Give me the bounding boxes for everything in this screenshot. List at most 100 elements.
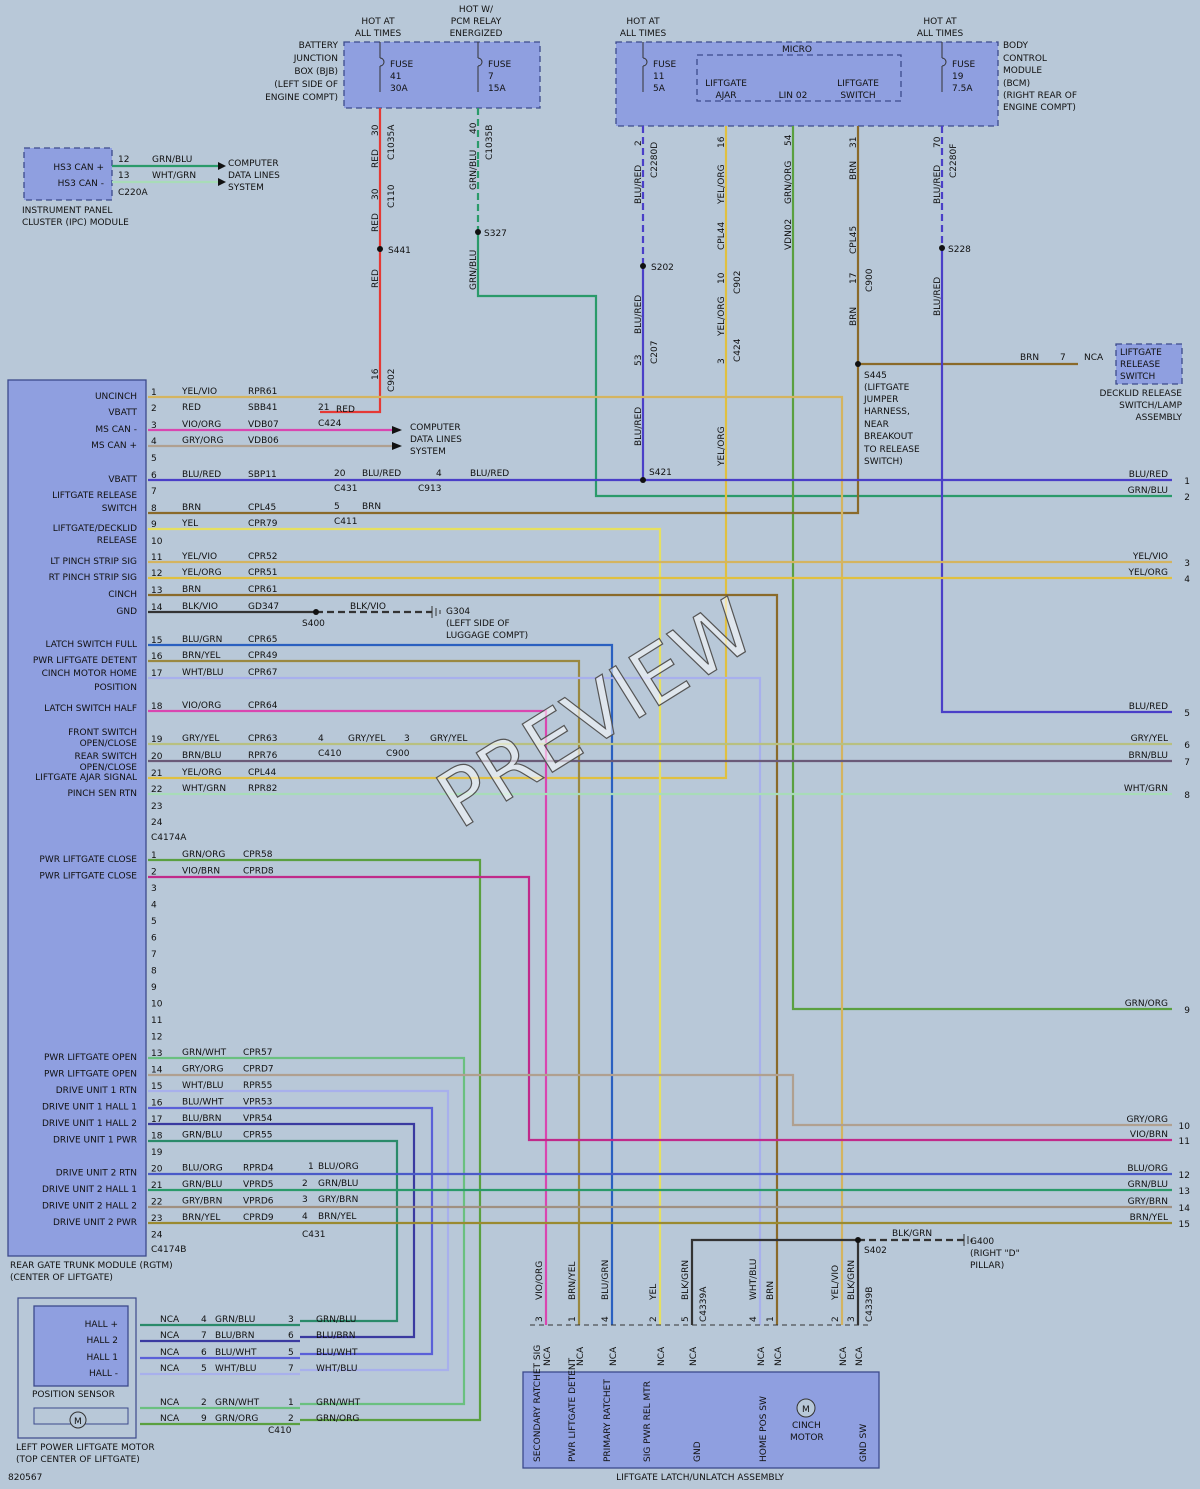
rgtm-a-circuit: VDB06	[248, 436, 279, 446]
rgtm-b-circuit: VPR53	[243, 1098, 272, 1108]
rgtm-b-pin: 10	[151, 1000, 163, 1010]
cinch-label-1: CINCH	[792, 1421, 821, 1431]
rgtm-b-pin: 3	[151, 884, 157, 894]
motor-name-2: (TOP CENTER OF LIFTGATE)	[16, 1455, 140, 1465]
motor-left-pin: 9	[201, 1414, 207, 1424]
rgtm-a-color: YEL/ORG	[181, 568, 222, 578]
latch-conn: C4339B	[865, 1287, 875, 1322]
latch-wire-pin: 1	[766, 1316, 776, 1322]
motor-right-pin: 2	[288, 1414, 294, 1424]
pos-pin-4: HALL -	[89, 1369, 118, 1379]
c913-pin: 4	[436, 469, 442, 479]
rgtm-a-label: UNCINCH	[95, 392, 137, 402]
rgtm-a-color: BRN/YEL	[182, 651, 220, 661]
right-edge-labels: BLU/RED1GRN/BLU2YEL/VIO3YEL/ORG4BLU/RED5…	[1124, 470, 1190, 1230]
pos-right-pin: 3	[288, 1315, 294, 1325]
release-name-2: SWITCH/LAMP	[1119, 401, 1182, 411]
rgtm-b-pin: 12	[151, 1033, 162, 1043]
pos-nca: NCA	[160, 1331, 180, 1341]
fuse19-num: 19	[952, 72, 964, 82]
pos-left-pin: 4	[201, 1315, 207, 1325]
rgtm-a-circuit: SBB41	[248, 403, 278, 413]
b228-a-conn: C2280F	[949, 144, 959, 178]
vertical-wires	[148, 108, 1172, 1011]
rgtm-a-pin: 16	[151, 652, 163, 662]
yo-b-pin: 10	[717, 272, 727, 284]
ipc-dest-3: SYSTEM	[228, 183, 264, 193]
right-edge-number: 15	[1179, 1220, 1190, 1230]
rgtm-a-label: PWR LIFTGATE DETENT	[33, 656, 138, 666]
rgtm-b-pin: 24	[151, 1231, 163, 1241]
rgtm-a-pin: 17	[151, 669, 162, 679]
pos-nca: NCA	[160, 1348, 180, 1358]
rgtm-a-circuit: CPR61	[248, 585, 277, 595]
latch-function: SIG PWR REL MTR	[643, 1381, 653, 1462]
motor-outer-box	[17, 1297, 137, 1439]
pos-right-pin: 5	[288, 1348, 294, 1358]
release-nca: NCA	[1084, 353, 1104, 363]
blr-a-pin: 2	[634, 140, 644, 146]
rgtm-a-circuit: CPR67	[248, 668, 277, 678]
rgtm-a-color: YEL/ORG	[181, 768, 222, 778]
rgtm-b-pin: 17	[151, 1115, 162, 1125]
rgtm-b-color: GRN/WHT	[182, 1048, 227, 1058]
c913-color: BLU/RED	[470, 469, 509, 479]
wire-pwr-open-gry-org	[148, 1073, 1172, 1127]
rgtm-a-label: REAR SWITCH	[75, 752, 138, 762]
hot-label-2b: PCM RELAY	[451, 17, 502, 27]
latch-wire-color: BLK/GRN	[681, 1260, 691, 1300]
right-edge-color: GRY/ORG	[1127, 1115, 1169, 1125]
c913-conn: C913	[418, 484, 441, 494]
right-edge-number: 4	[1184, 575, 1190, 585]
rgtm-a-circuit: CPR79	[248, 519, 278, 529]
rgtm-a-color: BRN/BLU	[182, 751, 222, 761]
fuse11-label: FUSE	[653, 60, 676, 70]
rgtm-b-label: DRIVE UNIT 2 HALL 2	[42, 1202, 137, 1212]
rgtm-a-pin: 20	[151, 752, 163, 762]
c410-color: GRY/YEL	[348, 734, 385, 744]
latch-wire-pin: 4	[749, 1316, 759, 1322]
wire-uncinch	[148, 395, 844, 1325]
rgtm-b-label: DRIVE UNIT 1 PWR	[53, 1136, 137, 1146]
rgtm-b-color: GRN/BLU	[182, 1180, 222, 1190]
g400-loc-2: PILLAR)	[970, 1261, 1004, 1271]
wire-pwr-close-vio-brn	[148, 875, 1172, 1142]
fuse41-label: FUSE	[390, 60, 413, 70]
right-edge-color: GRN/ORG	[1125, 999, 1168, 1009]
yo-b-circuit: CPL44	[717, 222, 727, 250]
rgtm-b-pin: 13	[151, 1049, 162, 1059]
ipc-wire1-label: GRN/BLU	[152, 155, 192, 165]
fuse11-amps: 5A	[653, 84, 666, 94]
rgtm-a-circuit: VDB07	[248, 420, 279, 430]
release-switch-box	[1115, 343, 1183, 385]
pos-left-pin: 6	[201, 1348, 207, 1358]
c431-pin: 20	[334, 469, 346, 479]
bcm-micro-label: MICRO	[782, 45, 812, 55]
pos-right-pin: 7	[288, 1364, 294, 1374]
red-c-col: RED	[371, 269, 381, 288]
wire-detent	[148, 659, 581, 1325]
diagram-id: 820567	[8, 1473, 42, 1483]
rgtm-a-color: VIO/ORG	[182, 420, 221, 430]
rgtm-name-2: (CENTER OF LIFTGATE)	[10, 1273, 113, 1283]
right-edge-color: GRY/BRN	[1128, 1197, 1168, 1207]
hot-label-2c: ENERGIZED	[450, 29, 503, 39]
rgtm-conn-b: C4174B	[151, 1245, 186, 1255]
right-edge-color: BLU/RED	[1129, 702, 1168, 712]
rgtm-b-pin: 14	[151, 1066, 163, 1076]
rgtm-b-pin: 5	[151, 917, 157, 927]
rgtm-a-label: GND	[116, 607, 137, 617]
bjb-box	[343, 41, 541, 109]
body-control-module: HOT AT ALL TIMES HOT AT ALL TIMES MICRO …	[615, 17, 1077, 127]
rgtm-a-label: RT PINCH STRIP SIG	[49, 573, 137, 583]
release-box-2: RELEASE	[1120, 360, 1161, 370]
fuse19-amps: 7.5A	[952, 84, 973, 94]
can-dest-3: SYSTEM	[410, 447, 446, 457]
latch-wire-color: BLU/GRN	[601, 1260, 611, 1300]
position-sensor-box	[33, 1305, 129, 1387]
g400-loc-1: (RIGHT "D"	[970, 1249, 1020, 1259]
ipc-pin13: 13	[118, 171, 129, 181]
splice-s228	[939, 245, 945, 251]
position-sensor-name: POSITION SENSOR	[32, 1390, 115, 1400]
